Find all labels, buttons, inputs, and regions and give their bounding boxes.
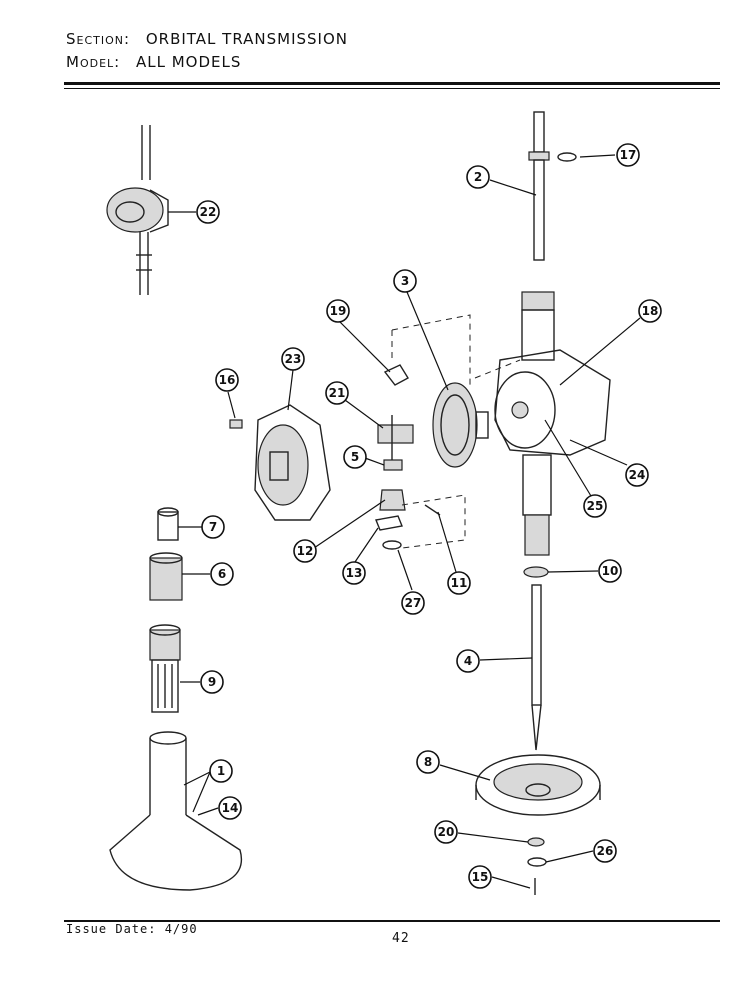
callout-16: 16 [215,368,239,392]
callout-18-label: 18 [642,304,659,318]
leader-lines [168,154,641,889]
callout-19-label: 19 [330,304,347,318]
callout-11: 11 [447,571,471,595]
callout-9-label: 9 [208,675,216,689]
part-22-drawing [106,125,169,295]
callout-5: 5 [343,445,367,469]
callout-21: 21 [325,381,349,405]
callout-14-label: 14 [222,801,239,815]
issue-date: Issue Date: 4/90 [66,922,198,936]
callout-20-label: 20 [438,825,455,839]
callout-22: 22 [196,200,220,224]
callout-1-label: 1 [217,764,225,778]
callout-25-label: 25 [587,499,604,513]
callout-7: 7 [201,515,225,539]
callout-6: 6 [210,562,234,586]
callout-7-label: 7 [209,520,217,534]
callout-24-label: 24 [629,468,646,482]
callout-15: 15 [468,865,492,889]
callout-26: 26 [593,839,617,863]
callout-3-label: 3 [401,274,409,288]
callout-12-label: 12 [297,544,314,558]
footer-rule [64,920,720,922]
callout-10-label: 10 [602,564,619,578]
callout-16-label: 16 [219,373,236,387]
part-1-drawing [109,731,242,891]
callout-8-label: 8 [424,755,432,769]
part-24-drawing [494,291,611,556]
header-rule-thick [64,82,720,85]
callout-13-label: 13 [346,566,363,580]
callout-11-label: 11 [451,576,468,590]
callout-15-label: 15 [472,870,489,884]
callout-21-label: 21 [329,386,346,400]
model-label: Model: [66,53,121,71]
callout-27-label: 27 [405,596,422,610]
callout-22-label: 22 [200,205,217,219]
callout-18: 18 [638,299,662,323]
callout-25: 25 [583,494,607,518]
page-number: 42 [392,931,410,946]
callout-12: 12 [293,539,317,563]
part-23-drawing [254,404,331,521]
callout-10: 10 [598,559,622,583]
model-value: ALL MODELS [135,53,242,71]
callout-2-label: 2 [474,170,482,184]
callout-6-label: 6 [218,567,226,581]
callout-5-label: 5 [351,450,359,464]
callout-4-label: 4 [464,654,472,668]
parts-7-6-9-drawing [149,507,183,713]
callout-24: 24 [625,463,649,487]
model-line: Model: ALL MODELS [66,53,241,71]
callout-13: 13 [342,561,366,585]
callout-27: 27 [401,591,425,615]
callout-26-label: 26 [597,844,614,858]
callout-17-label: 17 [620,148,637,162]
section-line: Section: ORBITAL TRANSMISSION [66,30,348,48]
section-label: Section: [66,30,131,48]
callout-23: 23 [281,347,305,371]
header-rule-thin [64,88,720,89]
callout-23-label: 23 [285,352,302,366]
callout-17: 17 [616,143,640,167]
part-4-drawing [523,566,549,751]
callout-4: 4 [456,649,480,673]
part-3-drawing [432,382,489,468]
callout-2: 2 [466,165,490,189]
callout-3: 3 [393,269,417,293]
part-2-drawing [528,111,577,261]
alignment-lines [391,314,521,549]
section-value: ORBITAL TRANSMISSION [145,30,349,48]
callout-20: 20 [434,820,458,844]
callout-8: 8 [416,750,440,774]
parts-20-26-15-drawing [527,837,547,895]
callout-14: 14 [218,796,242,820]
callout-9: 9 [200,670,224,694]
callout-19: 19 [326,299,350,323]
callout-1: 1 [209,759,233,783]
part-8-drawing [475,754,601,816]
